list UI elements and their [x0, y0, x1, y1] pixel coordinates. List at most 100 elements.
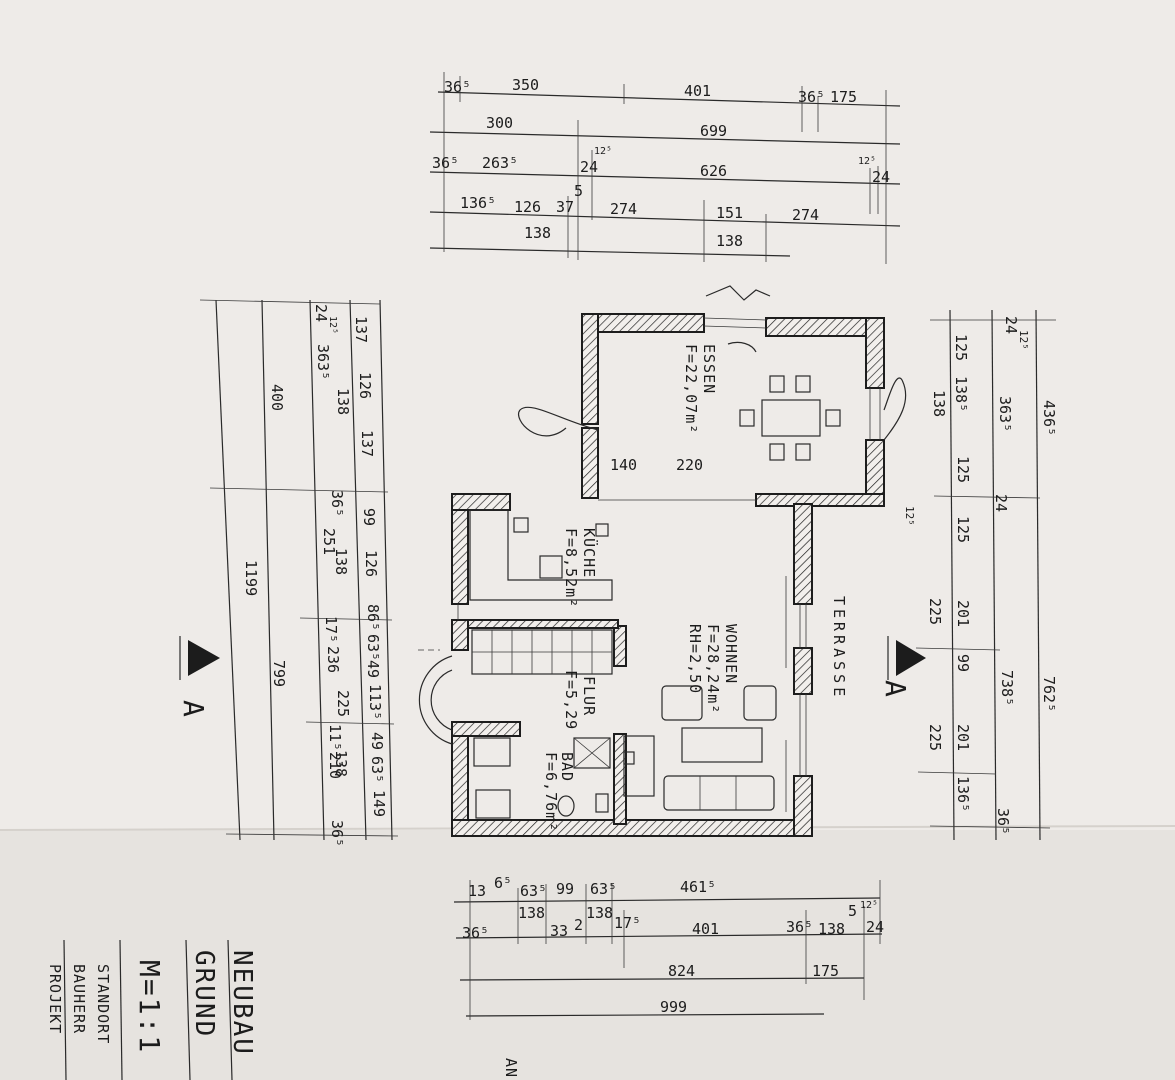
dim-left-4d: 99 [360, 508, 378, 526]
dim-bot-1d: 99 [556, 880, 574, 898]
room-area-flur: F=5,29 [562, 670, 580, 730]
stairs [471, 629, 613, 675]
dim-left-3g: 17⁵ [322, 616, 340, 643]
info-projekt: PROJEKT [46, 964, 64, 1034]
room-area-essen: F=22,07m² [682, 344, 700, 434]
dim-bot-2k: 12⁵ [860, 900, 878, 911]
dim-right-1h: 138 [930, 390, 948, 417]
info-bauherr: BAUHERR [70, 964, 88, 1034]
dim-right-2d: 36⁵ [994, 808, 1012, 835]
fold-shadow [0, 830, 1175, 1080]
dim-right-1a: 24 [1002, 316, 1020, 334]
dim-top-3a: 36⁵ [432, 154, 459, 172]
dim-top-4b: 126 [514, 198, 541, 216]
dim-top-4f: 151 [716, 204, 743, 222]
dim-bot-2f: 17⁵ [614, 914, 641, 932]
dim-bot-1f: 461⁵ [680, 878, 716, 896]
dim-left-4h: 49 [364, 660, 382, 678]
dim-top-4d: 5 [574, 182, 583, 200]
scale-label: M=1:1 [133, 960, 166, 1054]
room-height-wohnen: RH=2,50 [686, 624, 704, 694]
dim-bot-3a: 824 [668, 962, 695, 980]
dim-right-3g: 225 [926, 724, 944, 751]
dim-top-5b: 138 [716, 232, 743, 250]
room-name-kueche: KÜCHE [580, 528, 599, 578]
section-markers: A A [177, 636, 926, 717]
bottom-dimension-chains: 13 6⁵ 63⁵ 99 63⁵ 461⁵ 36⁵ 138 33 2 138 1… [453, 874, 884, 1020]
dim-left-3d: 138 [334, 388, 352, 415]
dim-top-3f: 12⁵ [858, 156, 876, 167]
dim-left-3i: 11⁵ [326, 724, 344, 751]
dim-top-4a: 136⁵ [460, 194, 496, 212]
dining-table [739, 375, 841, 461]
dim-right-3a: 125 [954, 516, 972, 543]
dim-left-4m: 138 [332, 548, 350, 575]
dim-top-3e: 626 [700, 162, 727, 180]
dim-left-4k: 63⁵ [368, 756, 386, 783]
corner-text: AN [502, 1058, 520, 1078]
room-area-wohnen: F=28,24m² [704, 624, 722, 714]
dim-left-4g: 63⁵ [364, 634, 382, 661]
dim-top-1e: 175 [830, 88, 857, 106]
room-name-wohnen: WOHNEN [722, 624, 740, 684]
dim-right-1f: 138⁵ [952, 376, 970, 412]
section-marker-right-icon [896, 640, 926, 676]
dim-left-1199: 1199 [242, 560, 260, 596]
essen-dim-140: 140 [610, 456, 637, 474]
dim-bot-1b: 6⁵ [494, 874, 512, 892]
dim-bot-2c: 33 [550, 922, 568, 940]
dim-bot-2a: 36⁵ [462, 924, 489, 942]
dim-right-3c: 99 [954, 654, 972, 672]
dim-left-3a: 24 [312, 304, 330, 322]
dim-bot-1a: 13 [468, 882, 486, 900]
dim-bot-2h: 36⁵ [786, 918, 813, 936]
dim-right-3d: 201 [954, 724, 972, 751]
dim-right-1b: 12⁵ [1017, 330, 1030, 350]
dim-left-4a: 137 [352, 316, 370, 343]
dim-right-1g: 125 [954, 456, 972, 483]
dim-bot-2l: 24 [866, 918, 884, 936]
dim-left-4c: 137 [358, 430, 376, 457]
section-label-left: A [177, 700, 210, 717]
dim-left-3j: 210 [326, 752, 344, 779]
dim-right-1e: 125 [952, 334, 970, 361]
room-name-terrasse: TERRASSE [830, 596, 848, 700]
top-dimension-chains: 36⁵ 350 401 36⁵ 175 300 699 36⁵ 263⁵ 24 … [429, 72, 901, 264]
room-name-essen: ESSEN [700, 344, 718, 394]
dim-top-3g: 24 [872, 168, 890, 186]
dim-top-3b: 263⁵ [482, 154, 518, 172]
dim-right-2a: 436⁵ [1040, 400, 1058, 436]
dim-right-3b: 201 [954, 600, 972, 627]
dim-left-4l: 149 [370, 790, 388, 817]
dim-bot-2j: 5 [848, 902, 857, 920]
right-dimension-chains: 24 12⁵ 363⁵ 24 125 138⁵ 125 138 12⁵ 436⁵… [903, 309, 1058, 841]
title-block: NEUBAU GRUND M=1:1 STANDORT BAUHERR PROJ… [46, 939, 520, 1080]
dim-left-3k: 36⁵ [328, 820, 346, 847]
openings [418, 285, 907, 776]
dim-bot-2g: 401 [692, 920, 719, 938]
dim-left-3f: 251 [320, 528, 338, 555]
dim-left-4j: 49 [368, 732, 386, 750]
dim-right-1c: 363⁵ [996, 396, 1014, 432]
dim-top-4g: 274 [792, 206, 819, 224]
dim-left-4b: 126 [356, 372, 374, 399]
section-marker-left-icon [188, 640, 220, 676]
dim-left-799: 799 [270, 660, 288, 687]
dim-bot-2e: 138 [586, 904, 613, 922]
dim-left-4i: 113⁵ [366, 684, 384, 720]
dim-left-4o: 225 [334, 690, 352, 717]
info-standort: STANDORT [94, 964, 112, 1044]
room-labels: ESSEN F=22,07m² 140 220 KÜCHE F=8,52m² F… [542, 344, 848, 832]
dim-left-400: 400 [268, 384, 286, 411]
dim-left-3c: 363⁵ [314, 344, 332, 380]
dim-left-3h: 236 [324, 646, 342, 673]
dim-top-1b: 350 [512, 76, 539, 94]
dim-left-3e: 36⁵ [328, 490, 346, 517]
dim-right-2b: 762⁵ [1040, 676, 1058, 712]
dim-top-1c: 401 [684, 82, 711, 100]
dim-top-3c: 24 [580, 158, 598, 176]
dim-top-5a: 138 [524, 224, 551, 242]
dim-top-2b: 699 [700, 122, 727, 140]
